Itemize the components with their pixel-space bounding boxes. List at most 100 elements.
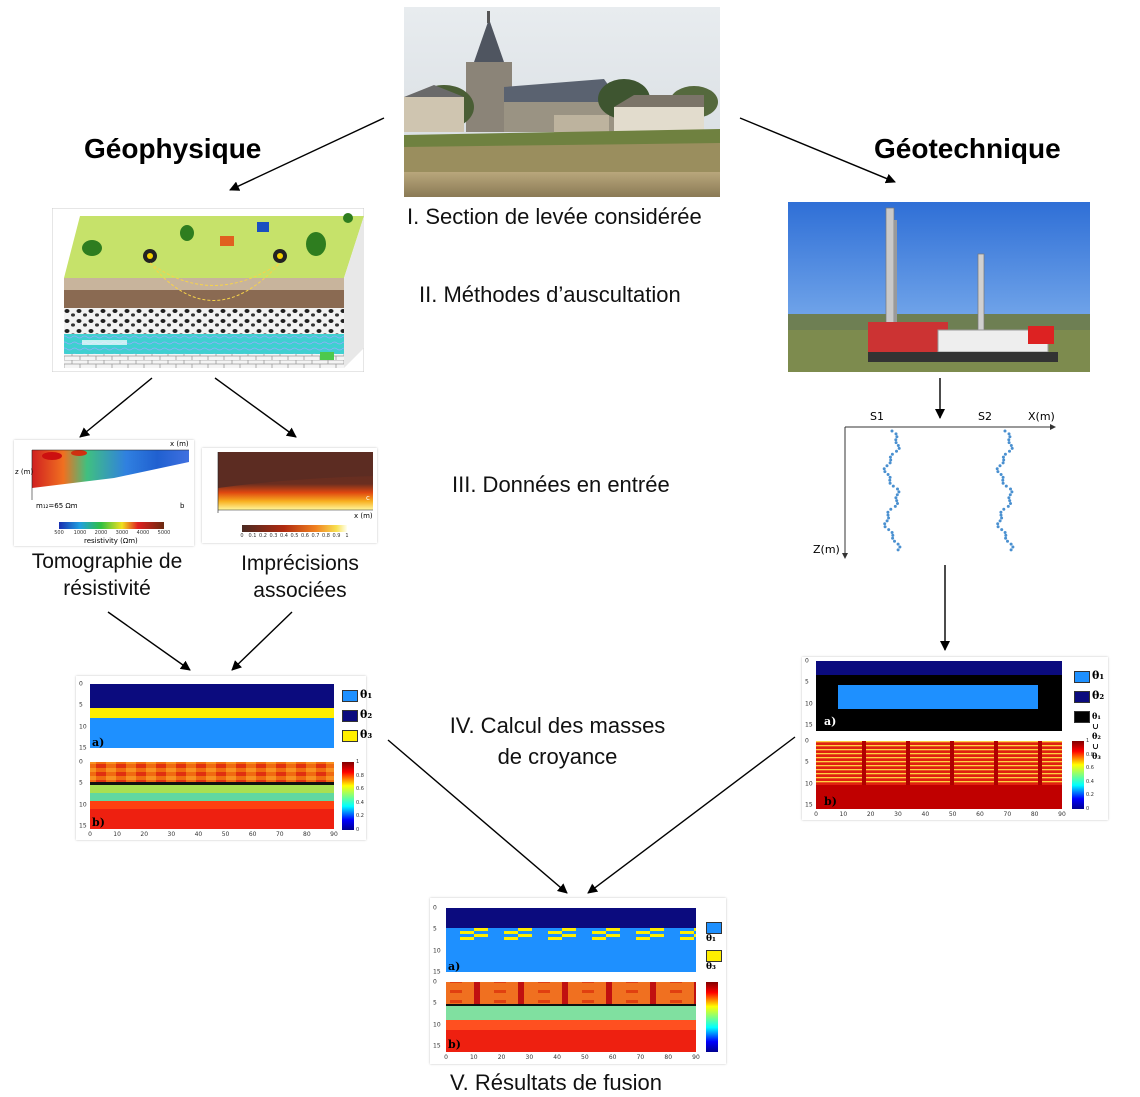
borehole-point [886,510,890,514]
tick-label: 15 [79,822,87,830]
tick-label: 0 [433,904,437,912]
borehole-point [895,493,899,497]
borehole-point [1003,452,1007,456]
tick-label: 0 [1086,806,1090,812]
borehole-point [888,478,892,482]
tick-label: 1 [1086,738,1090,744]
borehole-point [1008,499,1012,503]
tick-label: 0.8 [356,772,364,779]
legend-union-swatch [1074,711,1090,723]
step-4-line-1: IV. Calcul des masses [449,713,666,738]
borehole-point [898,545,902,549]
tick-label: 1000 [73,530,87,536]
legend-theta2-swatch [1074,691,1090,703]
borehole-point [1009,548,1013,552]
borehole-point [894,438,898,442]
borehole-point [891,484,895,488]
tick-label: 10 [839,811,848,818]
tick-label: 15 [433,968,441,976]
tick-label: 40 [553,1054,561,1061]
tomo-xlabel: x (m) [170,440,189,448]
borehole-point [896,548,900,552]
borehole-point [885,519,889,523]
step-4-label: IV. Calcul des masses de croyance [440,710,675,772]
borehole-point [1003,429,1007,433]
legend-theta1-swatch [1074,671,1090,683]
borehole-point [882,467,886,471]
tick-label: 30 [167,831,176,838]
borehole-point [1001,475,1005,479]
borehole-point [894,496,898,500]
borehole-point [1001,461,1005,465]
tomography-plot [31,449,189,529]
borehole-point [1000,516,1004,520]
tick-label: 60 [608,1054,617,1061]
legend-theta3-swatch [706,950,722,962]
borehole-point [889,507,893,511]
borehole-point [1008,493,1012,497]
tick-label: 0.4 [1086,778,1094,785]
tick-label: 4000 [136,530,150,536]
imprec-caption-line-2: associées [253,579,347,602]
borehole-point [887,528,891,532]
imprec-panel-letter: c [366,494,370,502]
borehole-point [1001,478,1005,482]
borehole-point [1007,438,1011,442]
borehole-point [1000,528,1004,532]
tick-label: 1 [345,533,349,539]
tick-label: 0 [433,978,437,986]
legend-union-label: θ₁ ∪ θ₂ ∪ θ₃ [1092,711,1101,761]
tomo-zlabel: z (m) [15,468,34,476]
geophysics-scheme [52,208,364,372]
tick-label: 0 [88,831,92,838]
legend-theta1-label: θ₁ [1092,669,1105,682]
tick-label: 50 [581,1054,589,1061]
arrow-imprec-to-masses [231,611,293,671]
borehole-point [885,464,889,468]
borehole-s2-label: S2 [978,410,992,423]
tick-label: 10 [79,801,87,809]
legend-theta1-swatch [706,922,722,934]
borehole-point [887,516,891,520]
borehole-point [1009,542,1013,546]
tick-label: 15 [805,721,813,729]
legend-theta3-label: θ₃ [706,962,716,972]
arrow-photo-to-geophysique [229,117,385,191]
tomo-colorbar-label: resistivity (Ωm) [84,537,138,545]
borehole-point [1003,531,1007,534]
panel-a-label: a) [824,715,837,728]
borehole-z-axis-label: Z(m) [813,543,840,556]
borehole-point [888,475,892,479]
legend-theta2-label: θ₂ [360,708,373,721]
levee-photo [404,7,720,197]
tick-label: 60 [976,811,984,818]
tick-label: 5000 [157,530,171,536]
geophysique-header: Géophysique [84,133,262,164]
borehole-point [1002,458,1006,462]
borehole-point [894,432,898,436]
arrow-scheme-to-imprec [214,377,297,438]
borehole-point [1009,502,1012,505]
borehole-point [1007,432,1011,436]
borehole-point [999,473,1003,476]
tick-label: 0 [805,737,809,745]
imprec-caption: Imprécisions associées [205,550,395,604]
borehole-point [888,481,892,485]
borehole-point [897,446,901,450]
borehole-point [893,539,896,543]
tick-label: 0 [79,758,83,766]
borehole-point [896,487,899,491]
borehole-point [1002,507,1006,511]
borehole-point [1007,441,1011,445]
step-4-line-2: de croyance [497,744,618,769]
